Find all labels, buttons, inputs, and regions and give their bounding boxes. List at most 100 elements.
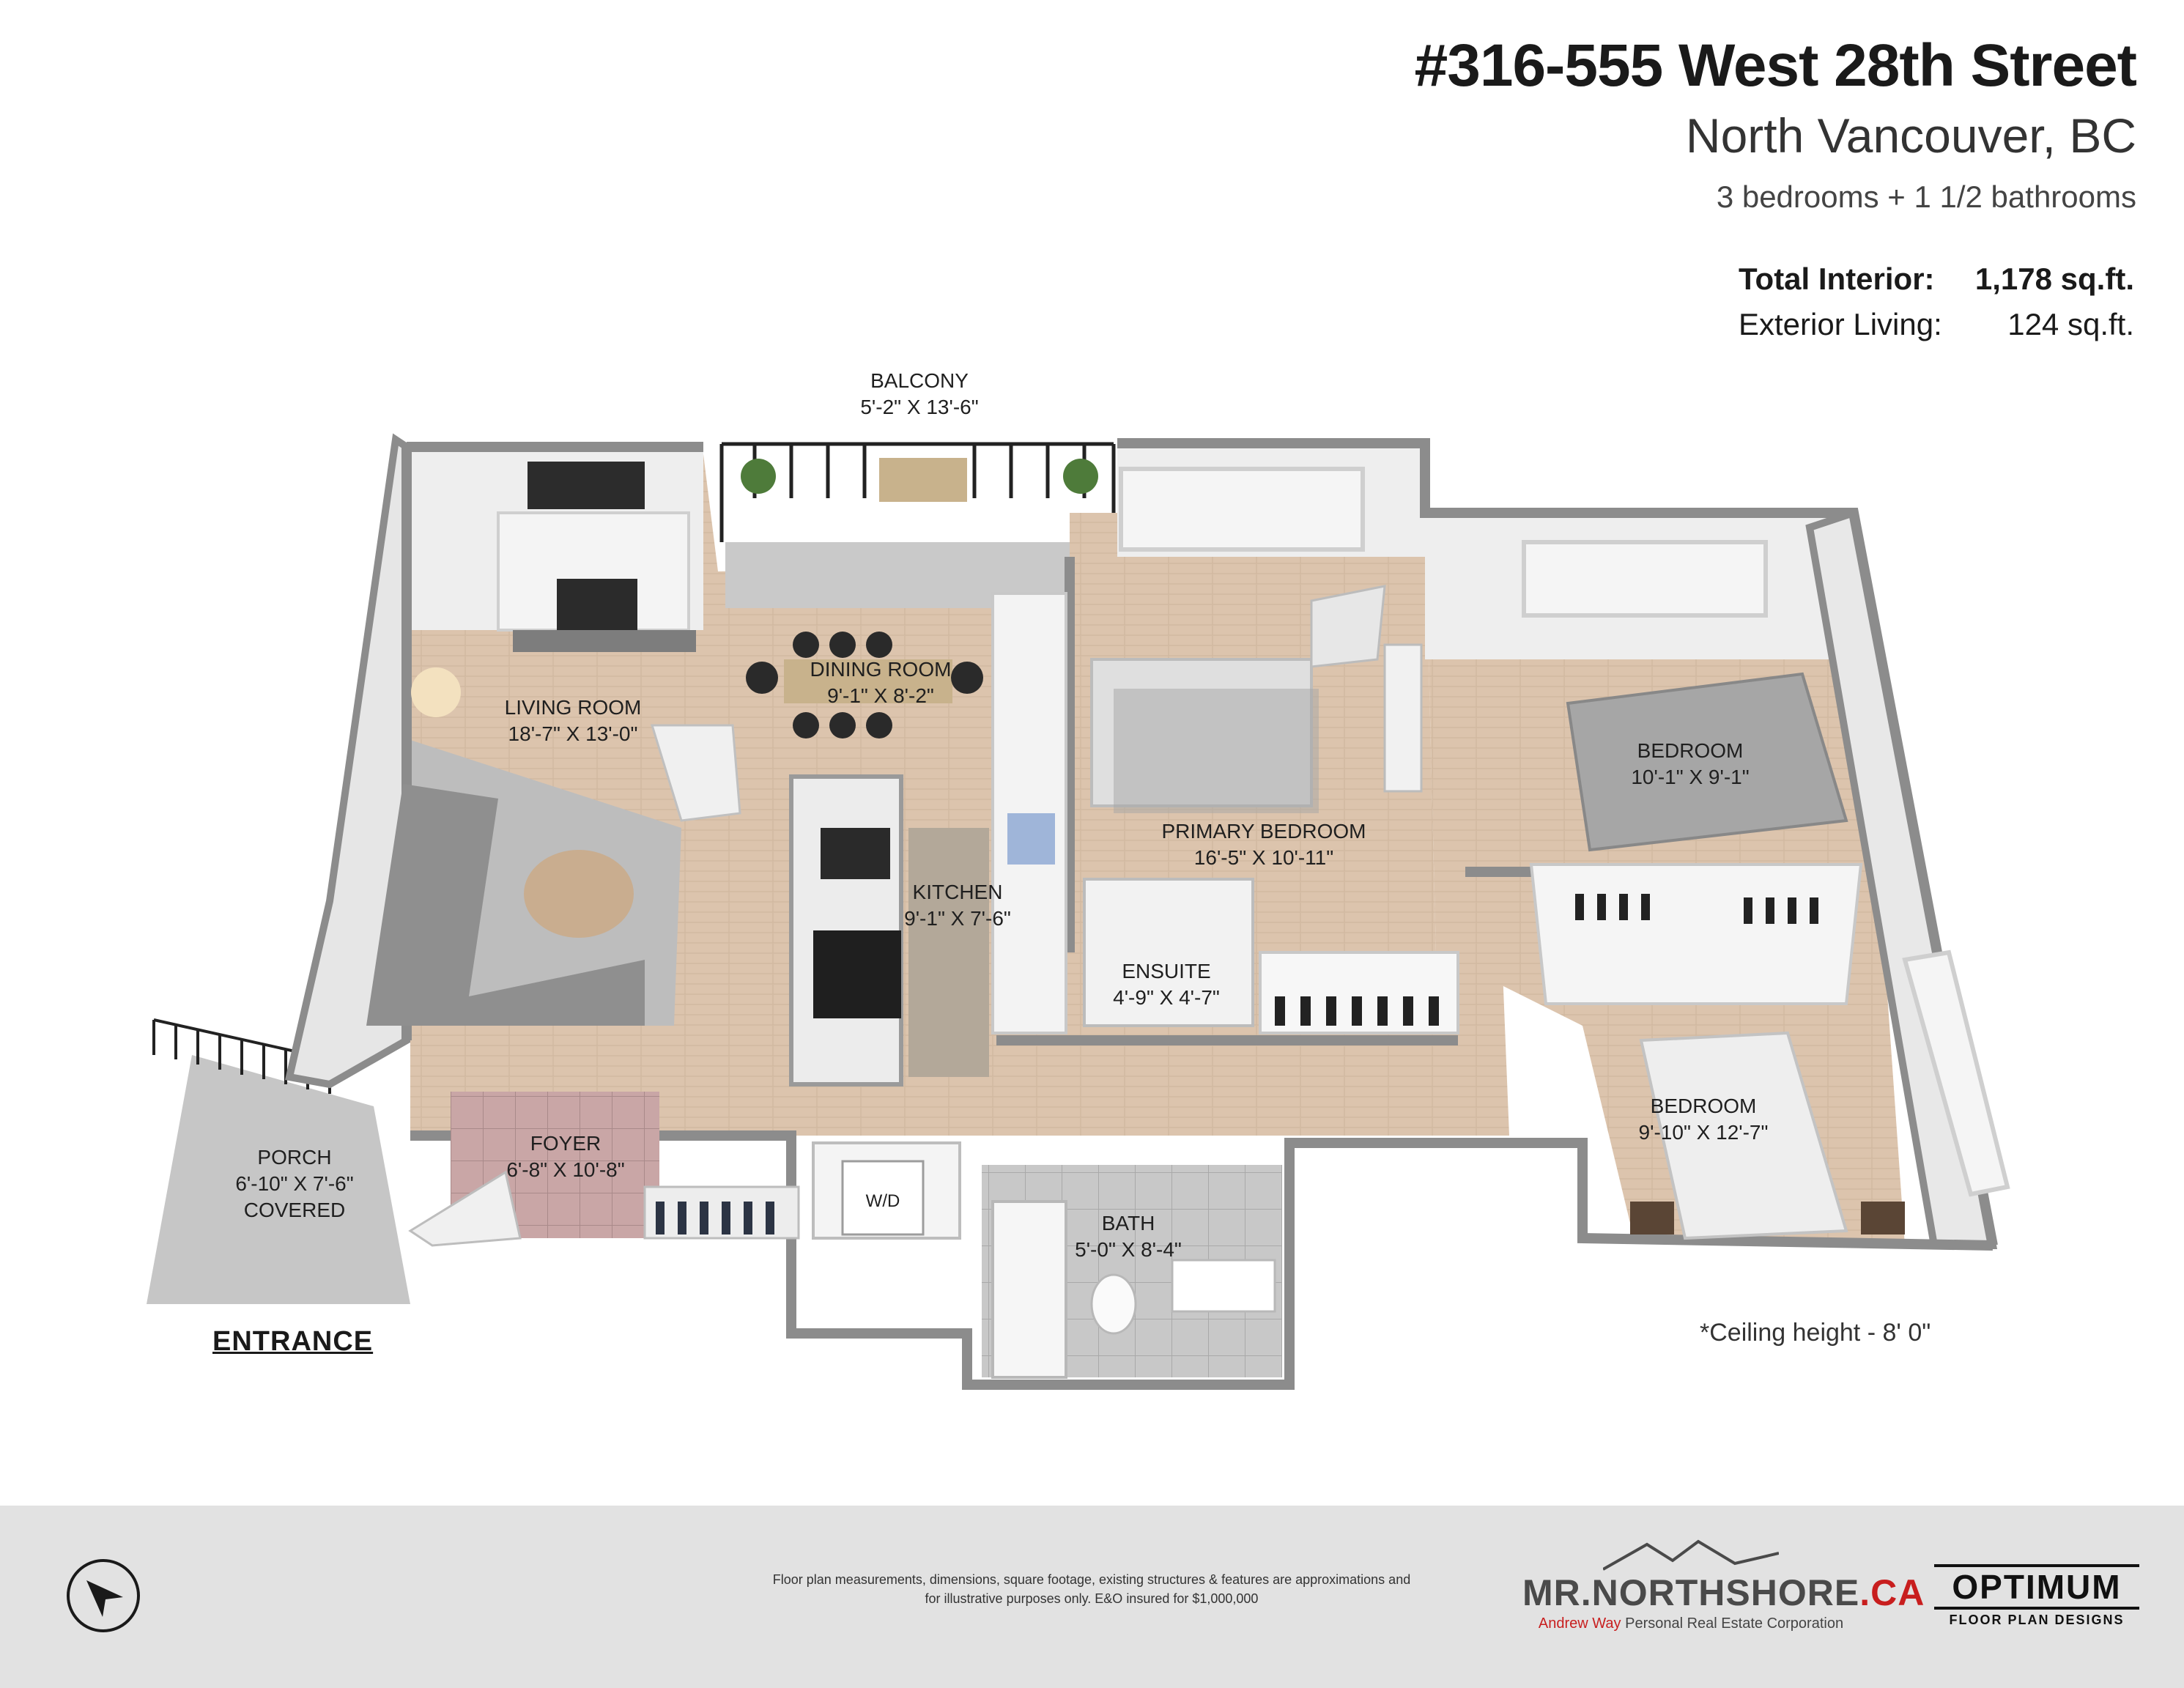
bedroom2-closet (1529, 863, 1863, 1005)
footer: Floor plan measurements, dimensions, squ… (0, 1506, 2184, 1688)
toilet (1090, 1273, 1137, 1335)
room-dims: 9'-1" X 7'-6" (904, 907, 1011, 930)
disclaimer: Floor plan measurements, dimensions, squ… (747, 1570, 1436, 1608)
room-name: BALCONY (870, 369, 969, 392)
disclaimer-line: for illustrative purposes only. E&O insu… (925, 1591, 1259, 1606)
ceiling-height-note: *Ceiling height - 8' 0" (1700, 1319, 1931, 1347)
coffee-table (524, 850, 634, 938)
kitchen-floor (908, 828, 989, 1077)
room-name: BEDROOM (1637, 739, 1744, 762)
foyer-closet-hangers (656, 1202, 774, 1234)
brand-tld: .CA (1859, 1572, 1925, 1613)
balcony-table (879, 458, 967, 502)
room-name: DINING ROOM (810, 658, 952, 681)
room-dims: 5'-0" X 8'-4" (1075, 1238, 1182, 1261)
armchair (650, 724, 741, 822)
washer-dryer (841, 1160, 925, 1236)
brand-main: MR.NORTHSHORE (1522, 1572, 1860, 1613)
designer-name: OPTIMUM (1934, 1564, 2139, 1610)
room-name: KITCHEN (912, 881, 1003, 903)
area-table: Total Interior: 1,178 sq.ft. Exterior Li… (1739, 256, 2134, 347)
balcony-plant (741, 459, 776, 494)
bedroom3-bed (1639, 1031, 1848, 1240)
room-dims: 10'-1" X 9'-1" (1631, 766, 1750, 788)
entrance-label: ENTRANCE (212, 1326, 374, 1357)
room-name: W/D (865, 1191, 900, 1211)
designer-logo: OPTIMUM FLOOR PLAN DESIGNS (1934, 1564, 2139, 1628)
area-value: 124 sq.ft. (2007, 307, 2134, 341)
rooms-summary: 3 bedrooms + 1 1/2 bathrooms (1716, 179, 2136, 214)
room-dims: 4'-9" X 4'-7" (1113, 986, 1220, 1009)
brand-logo: MR.NORTHSHORE.CA Andrew Way Personal Rea… (1522, 1539, 1924, 1632)
room-dims: 5'-2" X 13'-6" (860, 396, 979, 418)
area-value: 1,178 sq.ft. (1974, 262, 2134, 296)
ensuite-block (1083, 878, 1254, 1027)
compass-icon (67, 1559, 140, 1632)
room-label-bedroom-3: BEDROOM 9'-10" X 12'-7" (1639, 1093, 1769, 1146)
mountain-logo-icon (1602, 1539, 1780, 1571)
bedroom3-nightstand (1861, 1202, 1905, 1234)
balcony-plant (1063, 459, 1098, 494)
disclaimer-line: Floor plan measurements, dimensions, squ… (772, 1572, 1411, 1587)
porch-slab (147, 1055, 410, 1304)
room-name: BATH (1101, 1212, 1155, 1234)
room-dims: 6'-8" X 10'-8" (506, 1158, 625, 1181)
room-label-ensuite: ENSUITE 4'-9" X 4'-7" (1113, 958, 1220, 1011)
area-row-interior: Total Interior: 1,178 sq.ft. (1739, 256, 2134, 302)
bedroom2-bed (1566, 672, 1848, 852)
floor-lamp (411, 667, 461, 717)
room-name: LIVING ROOM (504, 696, 642, 719)
kitchen-floor-cabinet (813, 930, 901, 1018)
room-name: BEDROOM (1650, 1095, 1757, 1117)
fireplace (557, 579, 637, 630)
area-label: Total Interior: (1739, 262, 1935, 296)
room-label-balcony: BALCONY 5'-2" X 13'-6" (860, 368, 978, 421)
room-name: FOYER (530, 1132, 601, 1155)
primary-armchair (1310, 585, 1386, 668)
primary-closet-hangers (1275, 996, 1439, 1026)
tv (528, 462, 645, 509)
bedroom3-nightstand (1630, 1202, 1674, 1234)
room-label-living: LIVING ROOM 18'-7" X 13'-0" (505, 695, 642, 747)
sofa (366, 784, 645, 1026)
room-label-bath: BATH 5'-0" X 8'-4" (1075, 1210, 1182, 1263)
room-dims: 9'-1" X 8'-2" (827, 684, 934, 707)
vanity (1171, 1259, 1276, 1313)
room-dims: 9'-10" X 12'-7" (1638, 1121, 1769, 1144)
room-name: ENSUITE (1122, 960, 1211, 982)
brand-corp: Personal Real Estate Corporation (1625, 1615, 1844, 1632)
desk (1383, 643, 1423, 793)
floor-plan (147, 433, 2010, 1390)
brand-sub: Andrew Way Personal Real Estate Corporat… (1522, 1615, 1859, 1632)
room-dims: 6'-10" X 7'-6" (235, 1172, 354, 1195)
designer-sub: FLOOR PLAN DESIGNS (1949, 1613, 2125, 1627)
room-label-foyer: FOYER 6'-8" X 10'-8" (506, 1130, 624, 1183)
room-dims: 18'-7" X 13'-0" (508, 722, 638, 745)
room-label-dining: DINING ROOM 9'-1" X 8'-2" (810, 656, 952, 709)
windows (1119, 467, 2010, 1197)
room-dims: 16'-5" X 10'-11" (1193, 846, 1334, 869)
fireplace-hearth (513, 630, 696, 652)
listing-address: #316-555 West 28th Street (1414, 32, 2137, 99)
room-label-porch: PORCH 6'-10" X 7'-6" COVERED (235, 1144, 353, 1224)
primary-rug (1114, 689, 1319, 813)
room-label-primary: PRIMARY BEDROOM 16'-5" X 10'-11" (1161, 818, 1366, 871)
cooktop (821, 828, 890, 879)
area-row-exterior: Exterior Living: 124 sq.ft. (1739, 302, 2134, 347)
room-label-kitchen: KITCHEN 9'-1" X 7'-6" (904, 879, 1011, 932)
brand-person: Andrew Way (1538, 1615, 1621, 1632)
bathtub (991, 1200, 1067, 1379)
room-label-bedroom-2: BEDROOM 10'-1" X 9'-1" (1631, 738, 1749, 791)
room-name: PRIMARY BEDROOM (1161, 820, 1366, 843)
bedroom2-closet-hangers (1575, 894, 1818, 924)
area-label: Exterior Living: (1739, 307, 1942, 341)
listing-city: North Vancouver, BC (1685, 108, 2136, 163)
brand-name: MR.NORTHSHORE.CA (1522, 1572, 1924, 1614)
room-name: PORCH (257, 1146, 332, 1169)
sink (1007, 813, 1055, 865)
dining-table (784, 659, 952, 703)
foyer-door (408, 1170, 522, 1247)
room-label-laundry: W/D (866, 1188, 900, 1215)
listing-header: #316-555 West 28th Street North Vancouve… (1414, 29, 2137, 223)
dining-chairs (746, 632, 983, 738)
